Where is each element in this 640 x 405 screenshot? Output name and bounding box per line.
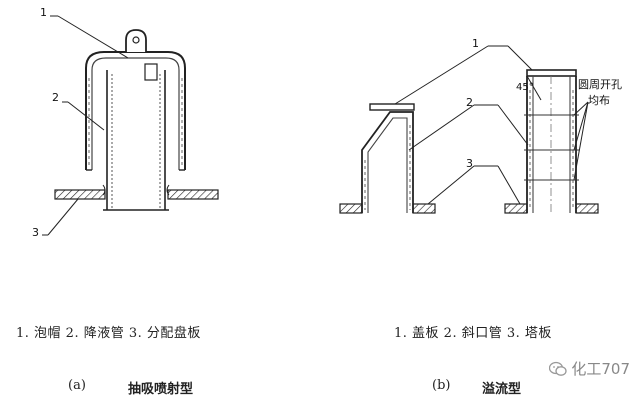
callout-3-b: 3 [466, 157, 473, 170]
chat-icon [549, 361, 568, 376]
legend-a: 1. 泡帽 2. 降液管 3. 分配盘板 [16, 326, 201, 341]
note-line2-b: 均布 [588, 94, 610, 107]
caption-title-b: 溢流型 [482, 382, 522, 397]
callout-1-b: 1 [472, 37, 479, 50]
callout-2-a: 2 [52, 91, 59, 104]
callout-3-a: 3 [32, 226, 39, 239]
caption-title-a: 抽吸喷射型 [128, 382, 194, 397]
bubble-cap-a [85, 29, 186, 171]
tray-plate-b [339, 203, 599, 214]
caption-letter-a: (a) [68, 378, 86, 393]
angle-label-b: 45° [516, 82, 534, 93]
diagram-a [42, 15, 219, 236]
inclined-pipe-b [361, 103, 415, 213]
distribution-plate-a [54, 189, 219, 200]
downcomer-pipe-a [102, 63, 170, 211]
caption-letter-b: (b) [432, 378, 451, 393]
callout-2-b: 2 [466, 96, 473, 109]
legend-b: 1. 盖板 2. 斜口管 3. 塔板 [394, 326, 552, 341]
leader-lines-b [394, 45, 589, 205]
note-line1-b: 圆周开孔 [578, 78, 622, 91]
leader-lines-a [42, 15, 129, 236]
overflow-pipe-b [524, 69, 579, 213]
diagram-b [339, 45, 599, 214]
callout-1-a: 1 [40, 6, 47, 19]
watermark: 化工707 [549, 358, 630, 379]
watermark-text: 化工707 [571, 360, 630, 378]
